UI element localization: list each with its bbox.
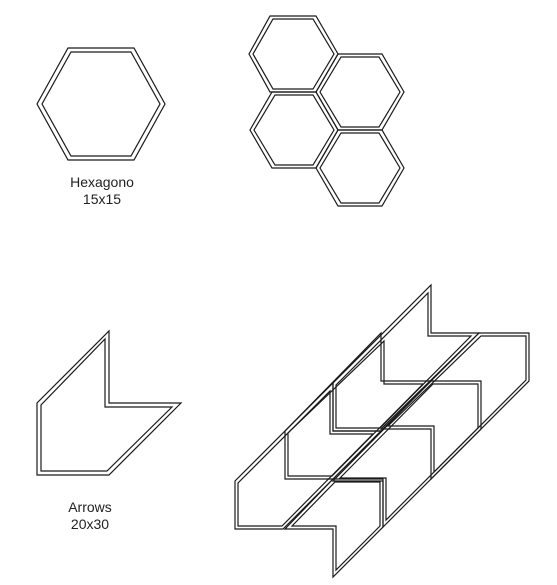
arrow-pattern-tile — [283, 478, 384, 579]
arrow-name: Arrows — [68, 499, 112, 515]
arrow-pattern — [234, 283, 530, 579]
arrow-tile — [36, 329, 183, 476]
hexagon-pattern-cell — [315, 53, 405, 131]
hexagon-pattern-cell — [315, 129, 405, 207]
hexagon-size: 15x15 — [82, 191, 122, 207]
arrow-pattern-tile — [379, 332, 530, 481]
hexagon-pattern-cell — [249, 91, 339, 169]
hexagon-tile — [36, 47, 166, 161]
hexagon-name: Hexagono — [70, 174, 134, 190]
arrow-pattern-tile — [234, 381, 383, 530]
arrow-size: 20x30 — [70, 516, 110, 532]
hexagon-label: Hexagono 15x15 — [52, 174, 152, 208]
arrow-label: Arrows 20x30 — [40, 499, 140, 533]
hexagon-pattern — [248, 15, 405, 207]
hexagon-pattern-cell — [248, 15, 339, 93]
